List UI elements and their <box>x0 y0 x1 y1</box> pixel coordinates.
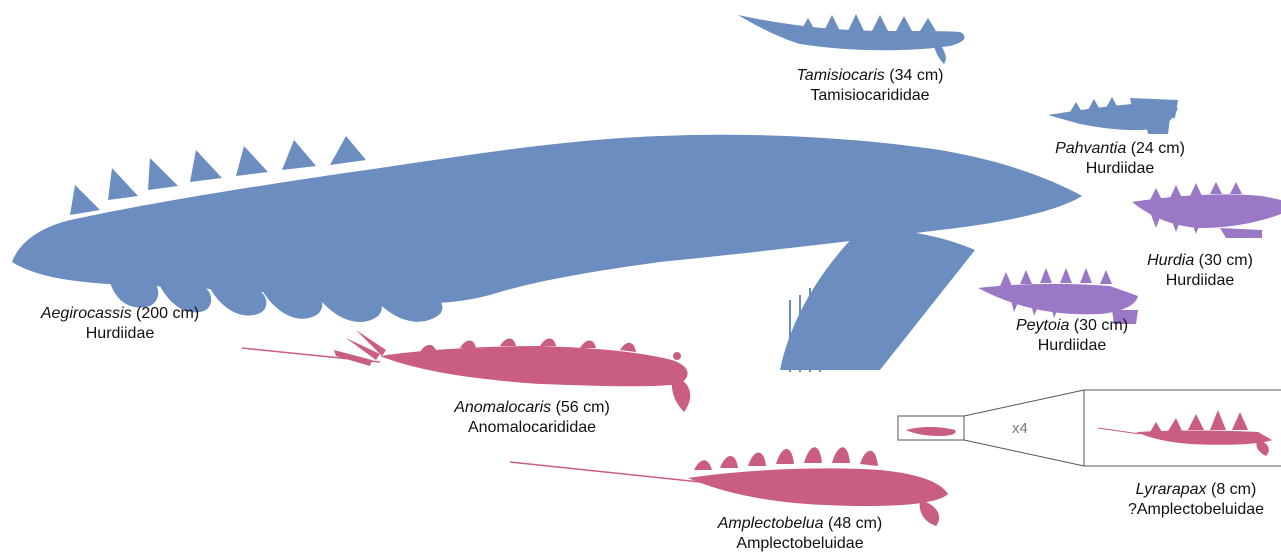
anomalocaris-size: (56 cm) <box>556 399 610 416</box>
lyrarapax-label: Lyrarapax (8 cm) ?Amplectobeluidae <box>1111 480 1281 520</box>
aegirocassis-family: Hurdiidae <box>86 325 154 342</box>
inset-zoom-line-bottom <box>964 440 1084 466</box>
tamisiocaris-size: (34 cm) <box>889 67 943 84</box>
lyrarapax-genus: Lyrarapax <box>1136 481 1207 498</box>
tamisiocaris-genus: Tamisiocaris <box>796 67 884 84</box>
peytoia-family: Hurdiidae <box>1038 337 1106 354</box>
lyrarapax-small-silhouette <box>906 427 956 436</box>
aegirocassis-size: (200 cm) <box>136 305 199 322</box>
lyrarapax-size: (8 cm) <box>1211 481 1256 498</box>
pahvantia-size: (24 cm) <box>1131 140 1185 157</box>
amplectobelua-family: Amplectobeluidae <box>736 535 863 552</box>
tamisiocaris-label: Tamisiocaris (34 cm) Tamisiocarididae <box>770 66 970 106</box>
tamisiocaris-family: Tamisiocarididae <box>810 87 929 104</box>
peytoia-size: (30 cm) <box>1074 317 1128 334</box>
amplectobelua-label: Amplectobelua (48 cm) Amplectobeluidae <box>700 514 900 554</box>
hurdia-silhouette <box>1132 182 1281 238</box>
hurdia-genus: Hurdia <box>1147 252 1194 269</box>
peytoia-label: Peytoia (30 cm) Hurdiidae <box>972 316 1172 356</box>
peytoia-genus: Peytoia <box>1016 317 1069 334</box>
hurdia-family: Hurdiidae <box>1166 272 1234 289</box>
hurdia-label: Hurdia (30 cm) Hurdiidae <box>1120 251 1280 291</box>
amplectobelua-genus: Amplectobelua <box>718 515 824 532</box>
pahvantia-family: Hurdiidae <box>1086 160 1154 177</box>
anomalocaris-genus: Anomalocaris <box>454 399 551 416</box>
hurdia-size: (30 cm) <box>1199 252 1253 269</box>
lyrarapax-enlarged-silhouette <box>1098 410 1272 456</box>
aegirocassis-label: Aegirocassis (200 cm) Hurdiidae <box>20 304 220 344</box>
aegirocassis-genus: Aegirocassis <box>41 305 132 322</box>
anomalocaris-label: Anomalocaris (56 cm) Anomalocarididae <box>432 398 632 438</box>
anomalocaris-family: Anomalocarididae <box>468 419 596 436</box>
pahvantia-label: Pahvantia (24 cm) Hurdiidae <box>1020 139 1220 179</box>
amplectobelua-size: (48 cm) <box>828 515 882 532</box>
lyrarapax-family: ?Amplectobeluidae <box>1128 501 1264 518</box>
tamisiocaris-silhouette <box>738 14 965 64</box>
magnification-label: x4 <box>1012 420 1028 437</box>
inset-zoom-box <box>1084 390 1281 466</box>
pahvantia-silhouette <box>1048 97 1178 134</box>
inset-zoom-line-top <box>964 390 1084 416</box>
pahvantia-genus: Pahvantia <box>1055 140 1126 157</box>
